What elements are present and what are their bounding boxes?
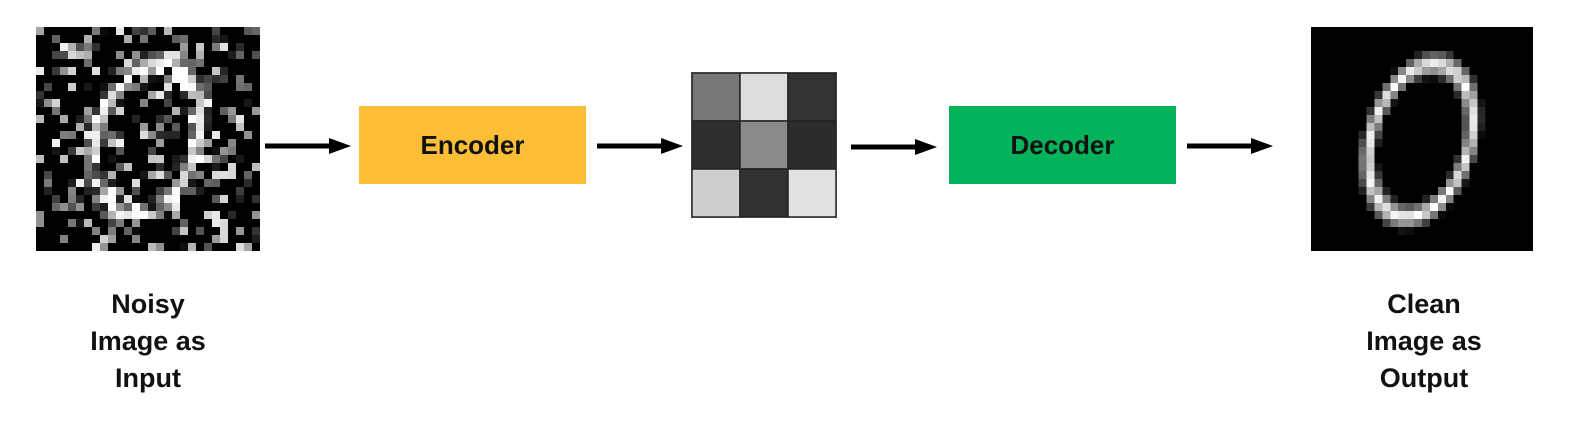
- arrow-encoder-to-latent: [597, 136, 683, 156]
- noisy-input-image: [36, 27, 260, 251]
- latent-cell: [787, 168, 836, 217]
- arrow-decoder-to-output: [1187, 136, 1273, 156]
- input-caption-line-1: Noisy: [111, 289, 185, 319]
- decoder-block: Decoder: [949, 106, 1176, 184]
- latent-cell: [692, 168, 741, 217]
- encoder-label: Encoder: [420, 129, 525, 160]
- encoder-block: Encoder: [359, 106, 586, 184]
- latent-representation-grid: [691, 72, 837, 218]
- latent-cell: [692, 73, 741, 122]
- output-caption-line-1: Clean: [1387, 289, 1461, 319]
- clean-output-image: [1311, 27, 1533, 251]
- arrow-input-to-encoder: [265, 136, 351, 156]
- latent-cell: [739, 73, 789, 122]
- latent-cell: [739, 168, 789, 217]
- latent-cell: [739, 120, 789, 170]
- output-caption-line-3: Output: [1379, 363, 1469, 393]
- input-caption-line-3: Input: [115, 363, 181, 393]
- output-caption: Clean Image as Output: [1324, 286, 1524, 397]
- arrow-latent-to-decoder: [851, 137, 937, 157]
- input-caption-line-2: Image as: [90, 326, 206, 356]
- input-caption: Noisy Image as Input: [48, 286, 248, 397]
- decoder-label: Decoder: [1010, 129, 1115, 160]
- latent-cell: [787, 73, 836, 122]
- latent-cell: [787, 120, 836, 170]
- latent-cell: [692, 120, 741, 170]
- output-caption-line-2: Image as: [1366, 326, 1482, 356]
